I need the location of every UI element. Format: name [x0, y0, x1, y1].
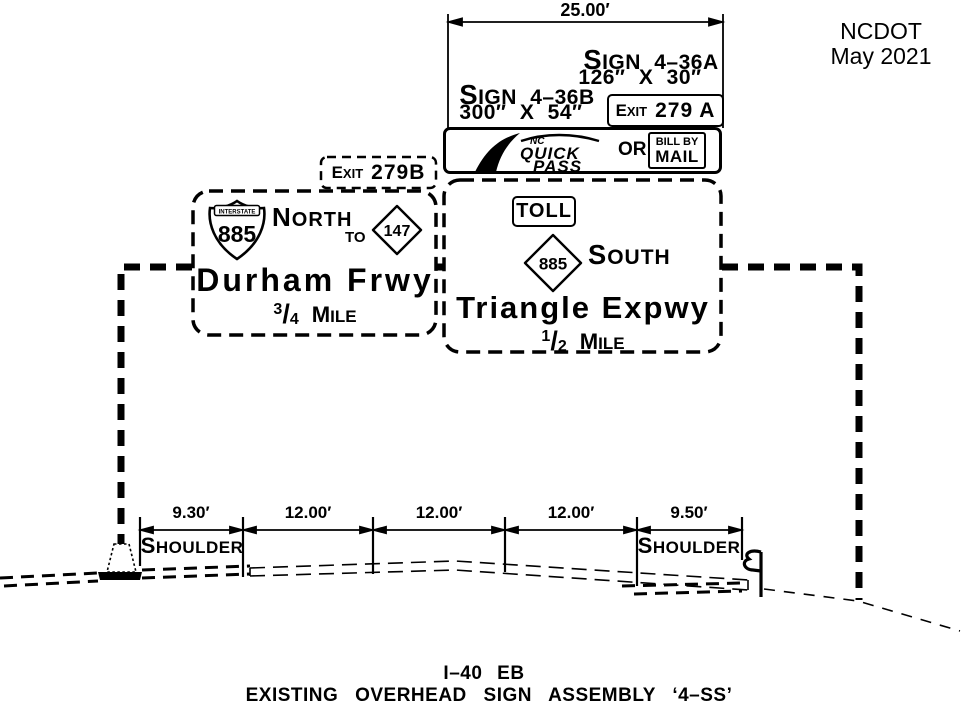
shield-number-text: 885 — [218, 221, 257, 247]
to-text: TO — [345, 229, 366, 246]
drawing-date: May 2021 — [830, 43, 932, 69]
swoosh-line-icon — [520, 133, 600, 143]
interstate-885-shield-icon: INTERSTATE 885 — [208, 199, 266, 261]
left-guide-sign: INTERSTATE 885 NORTH TO 147 Durham Frwy … — [193, 191, 436, 335]
right-guide-sign: TOLL 885 SOUTH Triangle Expwy 1/2 MILE — [444, 180, 721, 356]
dim-right-shoulder: 9.50′ — [670, 503, 708, 522]
right-fraction-slash: / — [550, 326, 558, 356]
left-fraction-denominator: 4 — [289, 311, 299, 328]
shoulder-label-left: SHOULDER — [140, 533, 244, 558]
payment-sign-panel: NC QUICK PASS OR BILL BY MAIL — [443, 127, 722, 174]
right-sign-direction: SOUTH — [588, 239, 671, 270]
left-sign-distance: 3/4 MILE — [273, 299, 356, 330]
embankment-line — [763, 588, 961, 632]
sign-b-size-label: 300″ X 54″ — [459, 101, 583, 124]
agency-title: NCDOT — [840, 18, 922, 44]
shoulder-label-right: SHOULDER — [637, 533, 741, 558]
top-dimension-label: 25.00′ — [560, 0, 610, 20]
guardrail-anchor — [742, 549, 763, 597]
dim-lane-1: 12.00′ — [284, 503, 332, 522]
caption-route: I–40 EB — [443, 663, 525, 684]
nc-147-route-marker-icon: 147 — [371, 204, 423, 256]
route-147-text: 147 — [384, 223, 411, 240]
left-sign-direction: NORTH — [272, 202, 353, 232]
nc-quick-pass-logo: NC QUICK PASS — [475, 133, 600, 172]
toll-text: TOLL — [516, 200, 572, 222]
caption-title: EXISTING OVERHEAD SIGN ASSEMBLY ‘4–SS’ — [245, 685, 733, 706]
right-fraction-denominator: 2 — [557, 338, 567, 355]
left-mile-text: MILE — [311, 302, 357, 327]
left-sign-name: Durham Frwy — [196, 262, 434, 298]
exit-tab-b: EXIT 279B — [321, 157, 436, 188]
right-sign-distance: 1/2 MILE — [541, 326, 624, 357]
sign-a-size-label: 126″ X 30″ — [578, 66, 702, 89]
left-fraction-slash: / — [282, 299, 290, 329]
exit-tab-a: EXIT 279 A — [607, 94, 724, 127]
structure-right-post — [722, 263, 863, 600]
sign-b-id-label: SIGN 4–36B — [459, 79, 595, 110]
toll-plate: TOLL — [512, 196, 576, 227]
bill-by-mail-plate: BILL BY MAIL — [648, 132, 706, 169]
logo-quick-text: QUICK — [520, 144, 581, 163]
logo-nc-text: NC — [530, 136, 545, 147]
dim-lane-2: 12.00′ — [415, 503, 463, 522]
right-mile-text: MILE — [579, 329, 625, 354]
mail-text: MAIL — [655, 146, 699, 166]
right-fraction-numerator: 1 — [541, 328, 551, 345]
sign-a-id-label: SIGN 4–36A — [583, 44, 719, 75]
left-fraction-numerator: 3 — [273, 301, 283, 318]
bill-by-text: BILL BY — [655, 135, 699, 148]
exit-tab-b-number: 279B — [371, 160, 426, 184]
or-text: OR — [618, 139, 647, 160]
nc-885-route-marker-icon: 885 — [523, 233, 583, 293]
dim-lane-3: 12.00′ — [547, 503, 595, 522]
exit-tab-a-word: EXIT — [615, 100, 648, 120]
shield-banner-text: INTERSTATE — [219, 209, 256, 215]
ground-lines — [0, 564, 743, 596]
dim-left-shoulder: 9.30′ — [172, 503, 210, 522]
lane-dimension-lines — [137, 517, 745, 586]
logo-pass-text: PASS — [533, 157, 582, 172]
roadway-slab-outline — [249, 560, 749, 591]
route-885-text: 885 — [539, 255, 567, 274]
exit-tab-a-number: 279 A — [655, 98, 716, 122]
exit-tab-b-word: EXIT — [331, 162, 364, 182]
exit-tab-b-outline — [319, 155, 438, 190]
right-sign-name: Triangle Expwy — [456, 290, 710, 325]
road-swoosh-icon — [475, 133, 520, 172]
support-post-base — [98, 543, 142, 580]
